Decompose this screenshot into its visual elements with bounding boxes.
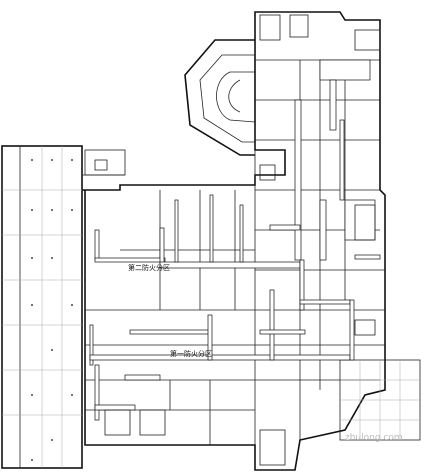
watermark-text: zhulong.com	[345, 433, 403, 443]
right-annex	[339, 359, 421, 441]
duct-network	[89, 59, 381, 421]
curved-ramp	[184, 39, 256, 156]
fire-zone-1-label: 第一防火分区	[170, 349, 212, 358]
fire-zone-2-label: 第二防火分区	[128, 263, 170, 272]
central-building-block	[82, 11, 386, 471]
equipment-rooms	[104, 14, 381, 466]
left-parking-area	[1, 145, 126, 469]
